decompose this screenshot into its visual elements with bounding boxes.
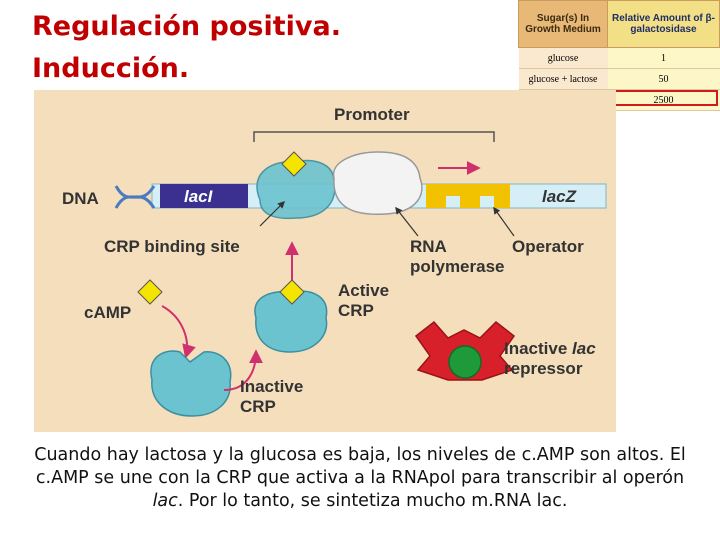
- inactive-crp-label: CRP: [240, 397, 276, 416]
- header-sugar: Sugar(s) In Growth Medium: [518, 0, 608, 48]
- camp-label: cAMP: [84, 303, 131, 322]
- inactive-lac-label: Inactive lac: [504, 339, 596, 358]
- table-row: glucose 1: [518, 47, 720, 69]
- operator-region: [426, 184, 510, 208]
- title-line-1: Regulación positiva.: [32, 11, 341, 42]
- caption-part-2: . Por lo tanto, se sintetiza mucho m.RNA…: [177, 491, 568, 511]
- table-row: glucose + lactose 50: [518, 68, 720, 90]
- caption-italic-lac: lac: [152, 491, 178, 511]
- lac-word: lac: [572, 339, 596, 358]
- caption-part-1: Cuando hay lactosa y la glucosa es baja,…: [34, 445, 686, 488]
- active-crp: [254, 290, 328, 353]
- operator-label: Operator: [512, 237, 584, 256]
- lac-operon-diagram: Promoter DNA lacI lacZ CRP binding site …: [34, 90, 616, 432]
- inducer-molecule: [448, 345, 482, 379]
- slide-title: Regulación positiva. Inducción.: [32, 6, 341, 90]
- crp-site-pointer: [259, 200, 286, 227]
- rna-polymerase: [332, 151, 423, 216]
- operator-pointer: [493, 206, 515, 237]
- active-label: Active: [338, 281, 389, 300]
- promoter-label: Promoter: [334, 105, 410, 124]
- cell-amount: 50: [607, 68, 720, 90]
- camp-free: [137, 279, 163, 305]
- cell-sugar: glucose: [518, 47, 608, 69]
- crp-binding-site-label: CRP binding site: [104, 237, 240, 256]
- cell-amount: 1: [607, 47, 720, 69]
- dna-helix-end: [114, 185, 156, 209]
- rnapol-pointer: [395, 206, 419, 237]
- inactive-crp: [150, 350, 232, 417]
- camp-on-active-crp: [279, 279, 305, 305]
- title-line-2: Inducción.: [32, 53, 190, 84]
- dna-label: DNA: [62, 189, 99, 208]
- laci-label: lacI: [184, 187, 214, 206]
- promoter-bracket: [253, 131, 495, 142]
- inactive-label: Inactive: [240, 377, 303, 396]
- laci-gene: [160, 184, 248, 208]
- repressor-label: repressor: [504, 359, 583, 378]
- camp-binding-arrow: [161, 305, 196, 359]
- lacz-label: lacZ: [542, 187, 577, 206]
- cell-sugar: glucose + lactose: [518, 68, 608, 90]
- inactive-word: Inactive: [504, 339, 567, 358]
- rna-label: RNA: [410, 237, 447, 256]
- table-header-row: Sugar(s) In Growth Medium Relative Amoun…: [518, 0, 720, 48]
- diagram-svg: Promoter DNA lacI lacZ CRP binding site …: [62, 105, 607, 417]
- slide-caption: Cuando hay lactosa y la glucosa es baja,…: [30, 444, 690, 513]
- camp-bound: [281, 151, 307, 177]
- polymerase-label: polymerase: [410, 257, 505, 276]
- active-crp-label: CRP: [338, 301, 374, 320]
- inactive-to-active-arrow: [223, 349, 263, 391]
- header-amount: Relative Amount of β-galactosidase: [607, 0, 720, 48]
